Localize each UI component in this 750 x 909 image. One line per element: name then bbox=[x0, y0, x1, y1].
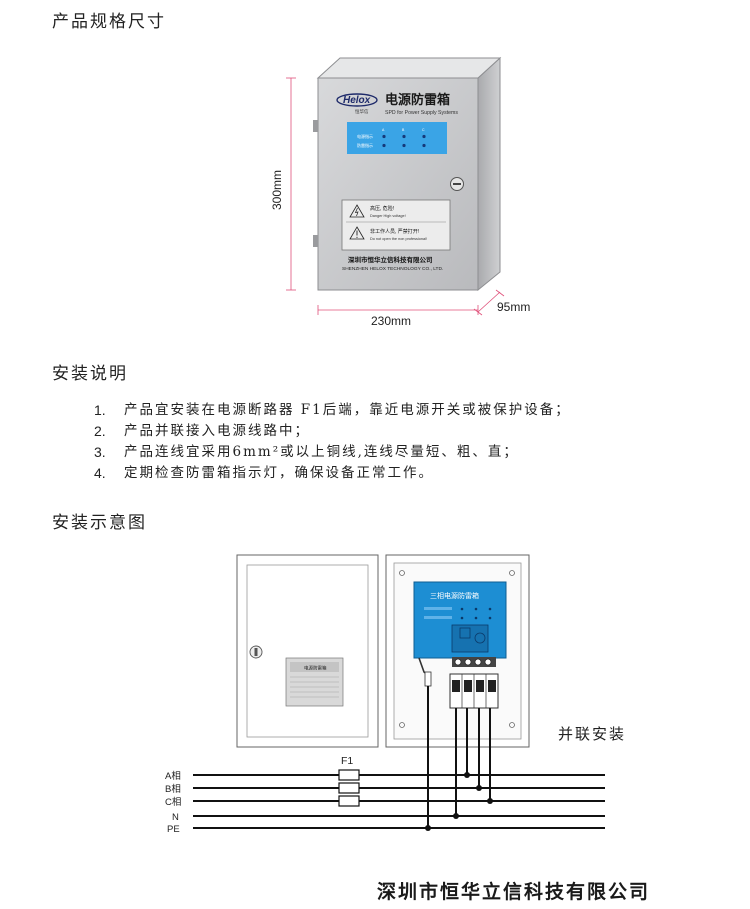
instruction-item: 2.产品并联接入电源线路中； bbox=[94, 423, 310, 439]
spec-section-title: 产品规格尺寸 bbox=[52, 12, 166, 32]
led bbox=[422, 143, 426, 148]
warning-label bbox=[341, 199, 451, 251]
power-indicator-label: 电源指示 bbox=[357, 133, 373, 139]
depth-dimension-label: 95mm bbox=[497, 300, 531, 314]
line-label-a: A相 bbox=[165, 770, 181, 782]
instruction-item: 3.产品连线宜采用6mm²或以上铜线,连线尽量短、粗、直； bbox=[94, 444, 519, 460]
fuse-label: F1 bbox=[341, 755, 353, 767]
led bbox=[402, 134, 406, 139]
lock-icon[interactable] bbox=[450, 177, 464, 191]
svg-text:Helox: Helox bbox=[343, 95, 371, 106]
door-lock-icon[interactable] bbox=[249, 645, 263, 659]
vertical-wires bbox=[427, 686, 491, 828]
dimension-lines bbox=[286, 77, 505, 316]
helox-logo: Helox 恒华信 bbox=[336, 93, 378, 115]
wiring-diagram: 电源防雷箱 三相电源防雷箱 bbox=[165, 554, 626, 835]
led bbox=[422, 134, 426, 139]
diagram-section-title: 安装示意图 bbox=[52, 513, 147, 533]
terminal-block bbox=[449, 657, 499, 709]
power-lines bbox=[193, 774, 605, 829]
line-label-pe: PE bbox=[167, 824, 180, 835]
svg-text:非工作人员, 严禁打开!: 非工作人员, 严禁打开! bbox=[370, 228, 419, 235]
width-dimension-label: 230mm bbox=[371, 314, 412, 328]
height-dimension-label: 300mm bbox=[270, 170, 284, 210]
svg-text:Do not open the non profession: Do not open the non professional! bbox=[370, 237, 427, 241]
indicator-panel bbox=[347, 122, 447, 154]
footer-company: 深圳市恒华立信科技有限公司 bbox=[376, 881, 650, 903]
instruction-item: 4.定期检查防雷箱指示灯，确保设备正常工作。 bbox=[94, 465, 434, 481]
install-section-title: 安装说明 bbox=[52, 364, 128, 384]
instruction-item: 1.产品宜安装在电源断路器 F1后端，靠近电源开关或被保护设备； bbox=[94, 402, 571, 418]
line-label-c: C相 bbox=[165, 796, 181, 808]
svg-text:高压, 危险!: 高压, 危险! bbox=[370, 205, 394, 212]
product-illustration: Helox 恒华信 电源防雷箱 SPD for Power Supply Sys… bbox=[270, 56, 505, 316]
svg-text:B: B bbox=[402, 128, 405, 132]
exclamation-warning-icon bbox=[349, 226, 365, 240]
led bbox=[382, 143, 386, 148]
svg-text:Danger High voltage!: Danger High voltage! bbox=[370, 214, 406, 218]
spd-module-title: 三相电源防雷箱 bbox=[430, 591, 479, 600]
line-label-n: N bbox=[172, 812, 179, 823]
instruction-list: 1.产品宜安装在电源断路器 F1后端，靠近电源开关或被保护设备； 2.产品并联接… bbox=[94, 400, 571, 484]
svg-text:恒华信: 恒华信 bbox=[355, 108, 369, 115]
product-name-en: SPD for Power Supply Systems bbox=[385, 110, 458, 116]
svg-text:A: A bbox=[382, 128, 385, 132]
spd-indicator-label: 防雷指示 bbox=[357, 142, 373, 148]
led bbox=[382, 134, 386, 139]
fuse-f1 bbox=[338, 769, 360, 807]
line-label-b: B相 bbox=[165, 783, 181, 795]
svg-text:C: C bbox=[422, 128, 425, 132]
product-name-cn: 电源防雷箱 bbox=[385, 92, 450, 107]
svg-text:电源防雷箱: 电源防雷箱 bbox=[304, 665, 327, 672]
box-company-cn: 深圳市恒华立信科技有限公司 bbox=[348, 255, 433, 264]
led bbox=[402, 143, 406, 148]
box-company-en: SHENZHEN HELOX TECHNOLOGY CO., LTD. bbox=[342, 266, 443, 272]
parallel-install-label: 并联安装 bbox=[558, 725, 626, 743]
high-voltage-warning-icon bbox=[349, 204, 365, 218]
